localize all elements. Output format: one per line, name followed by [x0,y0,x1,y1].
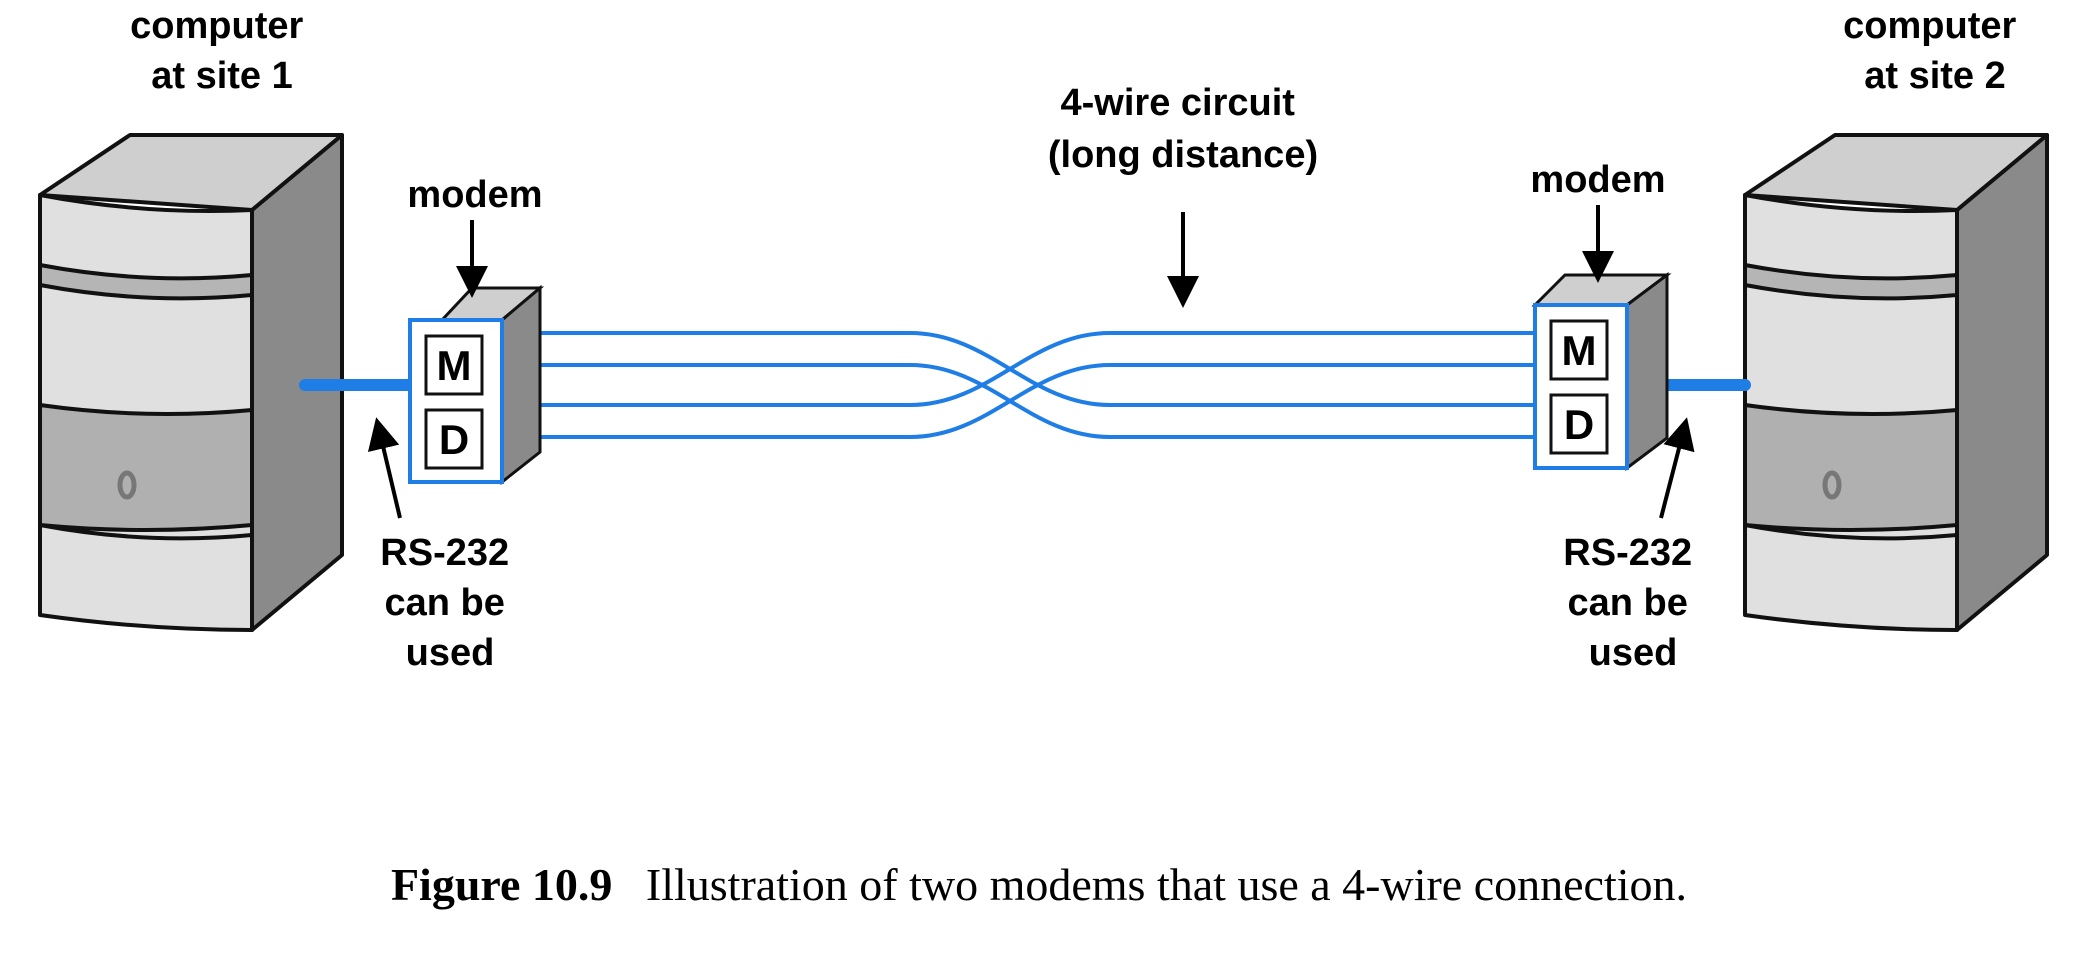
left-computer-label: computer at site 1 [130,5,314,97]
figure-number: Figure 10.9 [391,859,612,910]
circuit-label: 4-wire circuit (long distance) [1048,82,1318,176]
left-modem-m-label: M [437,342,472,389]
right-modem-m-label: M [1562,327,1597,374]
left-rs232-label: RS-232 can be used [380,532,519,674]
right-rs232-label: RS-232 can be used [1563,532,1702,674]
right-rs232-arrow [1659,417,1695,519]
right-modem-caption: modem [1530,159,1665,201]
figure-caption-text: Illustration of two modems that use a 4-… [646,859,1687,910]
wire-3 [502,331,1535,407]
right-modem: M D [1531,272,1672,471]
left-modem-d-box [424,408,484,470]
wire-4 [502,363,1535,439]
left-modem-d-label: D [439,416,469,463]
right-modem-m-box [1549,319,1609,381]
figure-caption: Figure 10.9 Illustration of two modems t… [391,859,1687,910]
right-computer-label: computer at site 2 [1843,5,2027,97]
left-modem: M D [408,284,545,486]
left-computer-tower [38,133,344,632]
left-rs232-arrow [367,417,402,519]
right-computer-tower [1743,133,2049,632]
four-wire-circuit [502,331,1535,439]
left-modem-caption: modem [407,174,542,216]
right-modem-d-box [1549,393,1609,455]
pointer-arrows [367,205,1695,519]
left-modem-m-box [424,334,484,396]
right-modem-d-label: D [1564,401,1594,448]
